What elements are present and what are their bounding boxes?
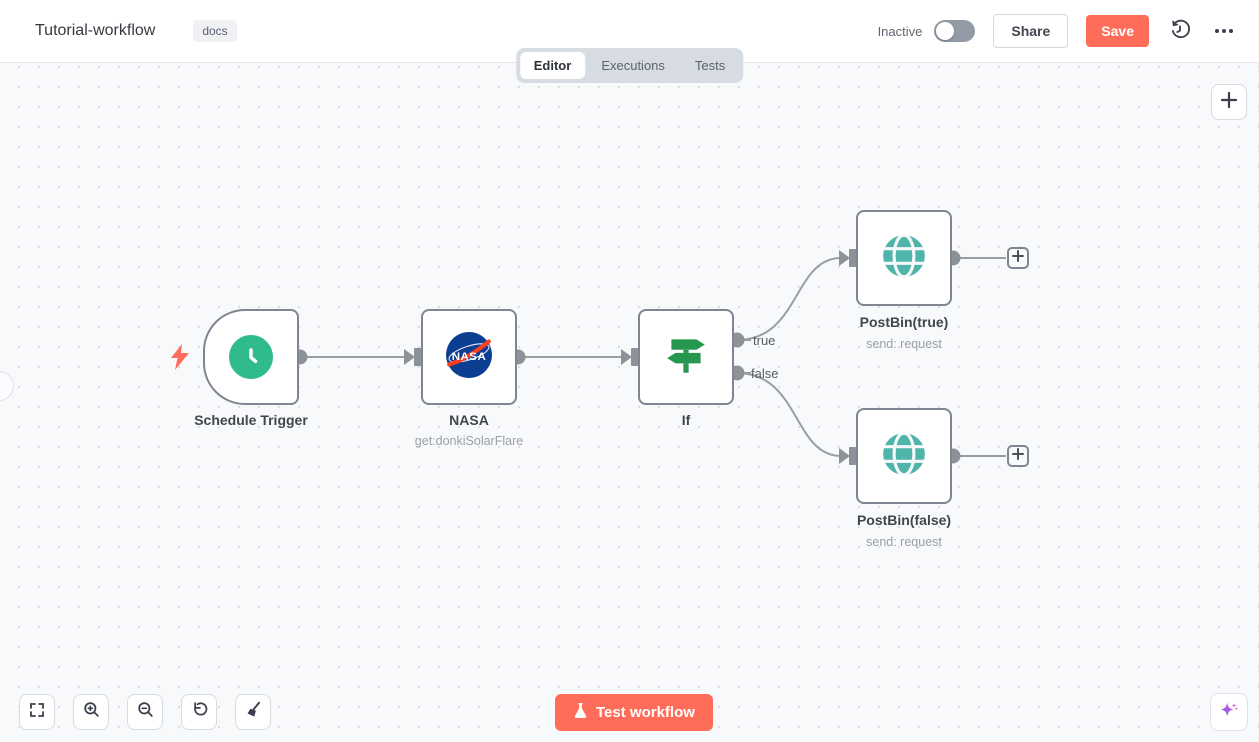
history-icon <box>1169 19 1191 44</box>
add-connected-node-button-false[interactable] <box>1007 445 1029 467</box>
undo-arrow-icon <box>190 700 209 724</box>
globe-icon <box>879 231 929 286</box>
zoom-out-button[interactable] <box>127 694 163 730</box>
zoom-in-button[interactable] <box>73 694 109 730</box>
more-options-button[interactable] <box>1211 18 1237 44</box>
workflow-tag[interactable]: docs <box>193 20 237 42</box>
node-postbin-false[interactable] <box>856 408 952 504</box>
canvas-controls <box>19 694 271 730</box>
tidy-up-button[interactable] <box>235 694 271 730</box>
add-node-button[interactable] <box>1211 84 1247 120</box>
workflow-canvas[interactable]: Schedule Trigger NASA NASA get:donkiSola… <box>0 63 1259 742</box>
sparkle-icon <box>1218 699 1240 726</box>
reset-zoom-button[interactable] <box>181 694 217 730</box>
signpost-icon <box>662 331 710 384</box>
zoom-out-icon <box>136 700 155 724</box>
side-panel-handle[interactable] <box>0 371 14 401</box>
toggle-knob <box>936 22 955 40</box>
node-postbin-true[interactable] <box>856 210 952 306</box>
top-bar: Tutorial-workflow docs Inactive Share Sa… <box>0 0 1259 63</box>
node-nasa[interactable]: NASA <box>421 309 517 405</box>
tab-tests[interactable]: Tests <box>694 58 726 73</box>
ai-assistant-button[interactable] <box>1210 693 1248 731</box>
test-workflow-button[interactable]: Test workflow <box>555 694 713 731</box>
node-label-postbin-true: PostBin(true) <box>859 314 949 330</box>
workflow-status-label: Inactive <box>877 23 923 39</box>
share-button[interactable]: Share <box>993 14 1069 48</box>
tab-editor[interactable]: Editor <box>519 52 586 79</box>
node-schedule-trigger[interactable] <box>203 309 299 405</box>
connections-layer <box>292 249 1006 465</box>
add-connected-node-button-true[interactable] <box>1007 247 1029 269</box>
ellipsis-icon <box>1215 29 1233 33</box>
node-label-postbin-false: PostBin(false) <box>856 512 952 528</box>
globe-icon <box>879 429 929 484</box>
lightning-icon <box>171 344 189 375</box>
zoom-to-fit-button[interactable] <box>19 694 55 730</box>
clock-icon <box>229 335 273 379</box>
fit-view-icon <box>28 701 46 724</box>
plus-icon <box>1220 91 1238 114</box>
save-button[interactable]: Save <box>1086 15 1149 47</box>
output-label-false: false <box>751 366 779 381</box>
nasa-logo: NASA <box>445 331 493 384</box>
plus-icon <box>1012 447 1024 465</box>
zoom-in-icon <box>82 700 101 724</box>
output-label-true: true <box>753 333 776 348</box>
node-label-if: If <box>681 412 691 428</box>
node-subtitle-postbin-true: send: request <box>866 337 942 351</box>
node-label-schedule-trigger: Schedule Trigger <box>194 412 308 428</box>
node-label-nasa: NASA <box>449 412 489 428</box>
workflow-title[interactable]: Tutorial-workflow <box>35 22 156 39</box>
svg-text:NASA: NASA <box>452 351 487 363</box>
active-toggle[interactable] <box>934 20 976 42</box>
node-subtitle-nasa: get:donkiSolarFlare <box>414 434 524 448</box>
node-subtitle-postbin-false: send: request <box>866 535 942 549</box>
plus-icon <box>1012 249 1024 267</box>
view-tabs: Editor Executions Tests <box>515 48 744 83</box>
flask-icon <box>573 702 588 723</box>
node-if[interactable] <box>638 309 734 405</box>
test-workflow-label: Test workflow <box>596 704 695 721</box>
workflow-history-button[interactable] <box>1167 18 1193 44</box>
broom-icon <box>244 700 263 724</box>
tab-executions[interactable]: Executions <box>601 58 665 73</box>
